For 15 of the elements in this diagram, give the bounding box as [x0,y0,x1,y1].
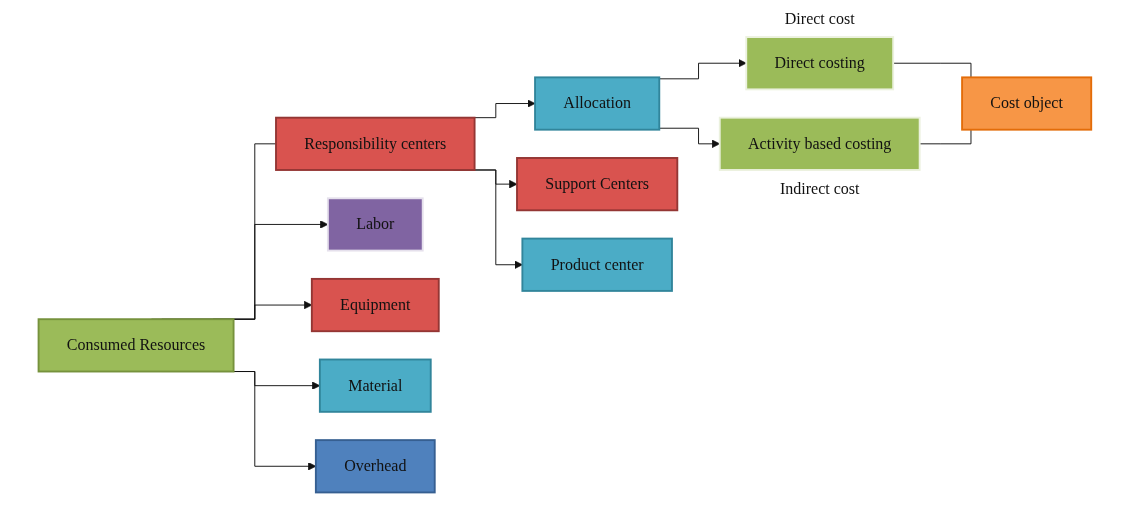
node-box: Cost object [961,76,1093,131]
node-box: Direct costing [745,36,895,91]
node-box: Equipment [311,277,440,333]
node-box: Responsibility centers [275,116,476,171]
node-box: Labor [327,197,424,252]
node-box: Support Centers [516,157,679,212]
node-box: Allocation [534,76,661,131]
node-box: Activity based costing [718,116,921,171]
node-box: Product center [521,237,673,292]
node-box: Overhead [315,439,436,494]
node-box: Consumed Resources [37,318,235,373]
node-box: Material [319,358,432,413]
node-caption: Indirect cost [780,180,860,198]
connector [919,129,972,145]
node-caption: Direct cost [784,9,855,27]
